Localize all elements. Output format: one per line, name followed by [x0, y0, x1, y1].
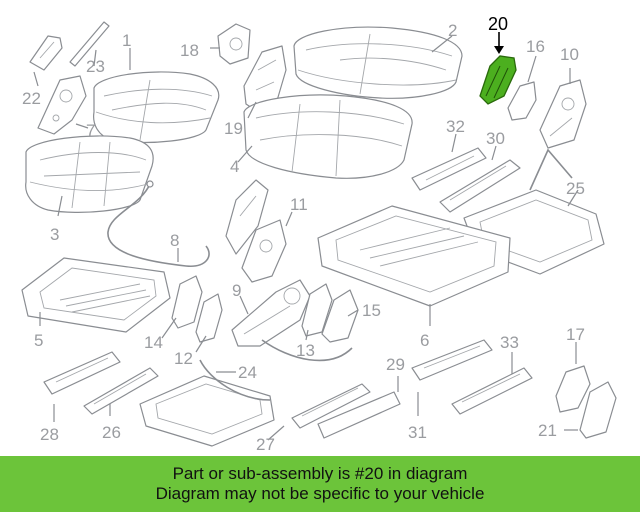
callout-1[interactable]: 1	[122, 31, 131, 50]
callout-15[interactable]: 15	[362, 301, 381, 320]
part-10[interactable]	[539, 79, 587, 149]
callout-3[interactable]: 3	[50, 225, 59, 244]
callout-32[interactable]: 32	[446, 117, 465, 136]
part-21[interactable]	[579, 381, 617, 439]
part-28[interactable]	[43, 351, 121, 395]
callout-2[interactable]: 2	[448, 21, 457, 40]
callout-23[interactable]: 23	[86, 57, 105, 76]
part-30[interactable]	[439, 159, 521, 213]
part-9-recliner-assy[interactable]	[231, 279, 311, 347]
callout-5[interactable]: 5	[34, 331, 43, 350]
callout-8[interactable]: 8	[170, 231, 179, 250]
callout-7[interactable]: 7	[86, 121, 95, 140]
part-20-highlighted[interactable]	[479, 55, 517, 105]
callout-17[interactable]: 17	[566, 325, 585, 344]
callout-21[interactable]: 21	[538, 421, 557, 440]
callout-24[interactable]: 24	[238, 363, 257, 382]
callout-13[interactable]: 13	[296, 341, 315, 360]
part-20-shape[interactable]	[479, 55, 517, 105]
part-11-recliner[interactable]	[241, 219, 287, 283]
callout-29[interactable]: 29	[386, 355, 405, 374]
callout-9[interactable]: 9	[232, 281, 241, 300]
callout-10[interactable]: 10	[560, 45, 579, 64]
part-29[interactable]	[317, 391, 401, 439]
part-13[interactable]	[301, 283, 333, 337]
part-7[interactable]	[37, 75, 87, 135]
callout-16[interactable]: 16	[526, 37, 545, 56]
part-3-seat-pad[interactable]	[25, 135, 154, 213]
part-24-track-assy[interactable]	[139, 359, 275, 447]
part-4-seatback-pad[interactable]	[243, 94, 413, 179]
part-26[interactable]	[83, 367, 159, 415]
callout-12[interactable]: 12	[174, 349, 193, 368]
callout-22[interactable]: 22	[22, 89, 41, 108]
part-14[interactable]	[171, 275, 203, 329]
callout-labels: 1 2 3 4 5 6 7 8 9 10 11 12 13 14 15 16 1…	[22, 14, 585, 454]
callout-26[interactable]: 26	[102, 423, 121, 442]
part-33[interactable]	[451, 367, 533, 415]
part-1-seat-cushion[interactable]	[93, 71, 220, 143]
callout-11[interactable]: 11	[290, 195, 308, 214]
part-23[interactable]	[69, 21, 110, 67]
callout-19[interactable]: 19	[224, 119, 243, 138]
part-32[interactable]	[411, 147, 487, 191]
part-17[interactable]	[555, 365, 591, 413]
part-6-seat-frame[interactable]	[317, 205, 511, 307]
info-banner: Part or sub-assembly is #20 in diagram D…	[0, 456, 640, 512]
callout-28[interactable]: 28	[40, 425, 59, 444]
callout-4[interactable]: 4	[230, 157, 239, 176]
exploded-parts-diagram: 1 2 3 4 5 6 7 8 9 10 11 12 13 14 15 16 1…	[21, 14, 617, 454]
callout-6[interactable]: 6	[420, 331, 429, 350]
part-2-seatback-cushion[interactable]	[293, 26, 463, 99]
part-19[interactable]	[243, 45, 287, 113]
part-5-seat-frame[interactable]	[21, 257, 171, 333]
part-9-side-frame[interactable]	[225, 179, 269, 255]
part-12[interactable]	[195, 293, 223, 343]
leader-lines	[33, 35, 579, 441]
callout-18[interactable]: 18	[180, 41, 199, 60]
callout-33[interactable]: 33	[500, 333, 519, 352]
callout-31[interactable]: 31	[408, 423, 427, 442]
banner-disclaimer: Diagram may not be specific to your vehi…	[155, 484, 485, 503]
part-16[interactable]	[507, 81, 537, 121]
callout-27[interactable]: 27	[256, 435, 275, 454]
callout-20[interactable]: 20	[488, 14, 508, 34]
callout-14[interactable]: 14	[144, 333, 163, 352]
callout-25[interactable]: 25	[566, 179, 585, 198]
callout-30[interactable]: 30	[486, 129, 505, 148]
banner-part-note: Part or sub-assembly is #20 in diagram	[172, 464, 468, 483]
part-18[interactable]	[217, 23, 251, 65]
part-31[interactable]	[411, 339, 493, 381]
part-8-cable[interactable]	[107, 180, 210, 267]
part-22[interactable]	[29, 35, 63, 71]
part-27[interactable]	[291, 383, 371, 429]
